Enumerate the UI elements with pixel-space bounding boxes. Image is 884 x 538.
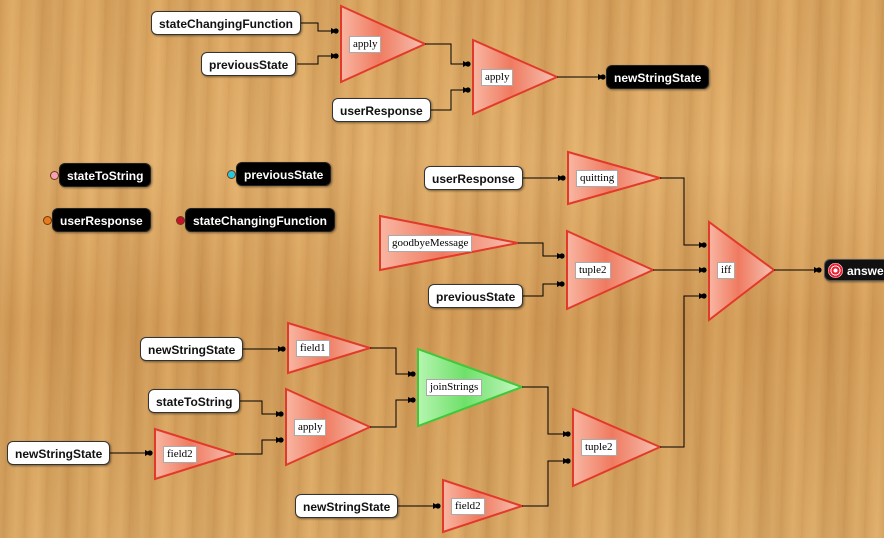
- input-previousState-top[interactable]: previousState: [201, 52, 297, 76]
- apply-low-label[interactable]: apply: [294, 419, 327, 436]
- tuple2-lower-label[interactable]: tuple2: [581, 439, 617, 456]
- target-icon: [828, 263, 843, 278]
- quitting-label[interactable]: quitting: [576, 170, 619, 187]
- input-newStringState-b[interactable]: newStringState: [7, 441, 111, 465]
- param-stateToString[interactable]: stateToString: [59, 163, 152, 187]
- input-userResponse-top[interactable]: userResponse: [332, 98, 431, 122]
- field2-left-label[interactable]: field2: [163, 446, 197, 463]
- apply-top2-label[interactable]: apply: [481, 69, 514, 86]
- wires: [106, 22, 820, 509]
- param-previousState[interactable]: previousState: [236, 162, 332, 186]
- param-stateChangingFunction[interactable]: stateChangingFunction: [185, 208, 335, 232]
- input-stateChangingFunction[interactable]: stateChangingFunction: [151, 11, 301, 35]
- tuple2-upper-label[interactable]: tuple2: [575, 262, 611, 279]
- input-newStringState-c[interactable]: newStringState: [295, 494, 399, 518]
- input-stateToString[interactable]: stateToString: [148, 389, 241, 413]
- userResponse-dot-icon: [43, 216, 52, 225]
- apply-top1-label[interactable]: apply: [349, 36, 382, 53]
- previousState-dot-icon: [227, 170, 236, 179]
- input-previousState-mid[interactable]: previousState: [428, 284, 524, 308]
- answer-label: answer: [847, 264, 884, 278]
- goodbyeMessage-label[interactable]: goodbyeMessage: [388, 235, 473, 252]
- stateToString-dot-icon: [50, 171, 59, 180]
- iff-label[interactable]: iff: [717, 262, 736, 279]
- input-newStringState-a[interactable]: newStringState: [140, 337, 244, 361]
- param-userResponse[interactable]: userResponse: [52, 208, 151, 232]
- joinStrings-label[interactable]: joinStrings: [426, 379, 483, 396]
- field2-bottom-label[interactable]: field2: [451, 498, 485, 515]
- field1-label[interactable]: field1: [296, 340, 330, 357]
- stateChangingFunction-dot-icon: [176, 216, 185, 225]
- input-userResponse-mid[interactable]: userResponse: [424, 166, 523, 190]
- output-answer[interactable]: answer: [824, 259, 884, 281]
- output-newStringState[interactable]: newStringState: [606, 65, 710, 89]
